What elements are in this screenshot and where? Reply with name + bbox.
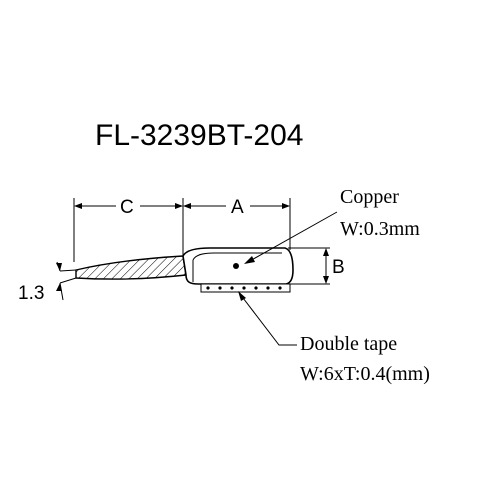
part-number-title: FL-3239BT-204 — [95, 119, 303, 152]
double-tape-label: Double tape — [300, 333, 397, 355]
copper-marker-dot — [233, 263, 239, 269]
dimension-b-label: B — [332, 257, 345, 278]
dimension-thickness-label: 1.3 — [18, 283, 44, 304]
copper-spec: W:0.3mm — [340, 218, 420, 240]
dimension-b: B — [288, 247, 345, 285]
double-tape-strip — [200, 283, 291, 293]
dimension-c: C — [74, 197, 183, 218]
tape-leader — [238, 291, 297, 346]
dimension-c-label: C — [120, 197, 134, 218]
dimension-a: A — [183, 197, 290, 218]
extension-lines — [73, 198, 291, 262]
hatched-fin — [75, 255, 187, 280]
double-tape-spec: W:6xT:0.4(mm) — [300, 363, 430, 385]
dimension-thickness: 1.3 — [18, 261, 64, 304]
copper-label: Copper — [340, 186, 399, 208]
dimension-a-label: A — [231, 197, 244, 218]
copper-leader — [244, 211, 338, 264]
